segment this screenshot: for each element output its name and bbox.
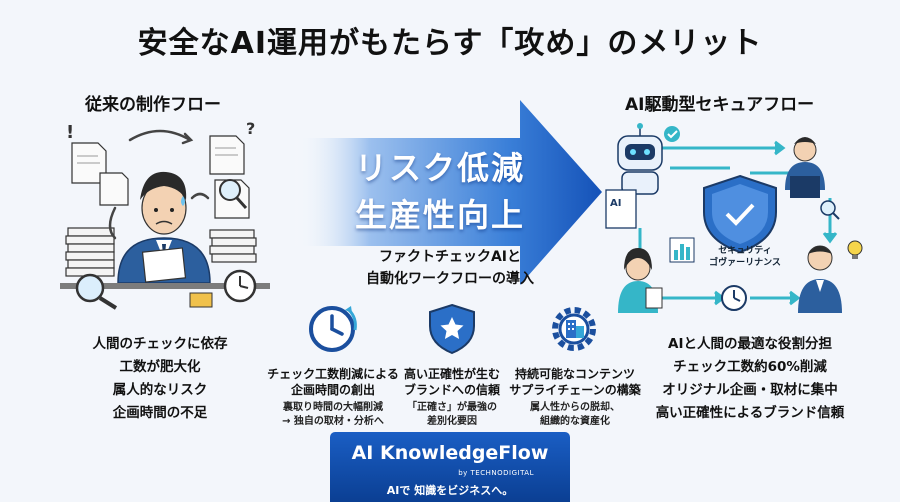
ai-secure-flow-illustration: AI	[605, 123, 863, 313]
gear-building-icon	[552, 307, 596, 351]
benefit-sub: 「正確さ」が最強の差別化要因	[377, 401, 527, 429]
benefit-head-line: 高い正確性が生む	[403, 367, 500, 381]
list-item: 高い正確性によるブランド信頼	[655, 405, 845, 421]
list-item: AIと人間の最適な役割分担	[668, 336, 832, 352]
shield-check-icon	[703, 174, 777, 254]
benefit-sub-line: 「正確さ」が最強の	[407, 402, 497, 413]
benefit-supply-chain: 持続可能なコンテンツサプライチェーンの構築 属人性からの脱却、組織的な資産化	[500, 366, 650, 429]
svg-text:AI: AI	[610, 198, 621, 209]
svg-text:?: ?	[246, 119, 255, 138]
brand-name: AI KnowledgeFlow	[351, 442, 549, 464]
chart-icon	[669, 237, 695, 263]
woman-person-icon	[618, 248, 663, 313]
benefit-sub-line: 組織的な資産化	[540, 416, 610, 427]
center-headline-2: 生産性向上	[354, 196, 525, 234]
center-subtitle-1: ファクトチェックAIと	[378, 249, 522, 265]
list-item: 人間のチェックに依存	[92, 336, 228, 352]
ai-document-icon: AI	[605, 189, 637, 229]
right-section-title: AI駆動型セキュアフロー	[625, 95, 815, 115]
benefit-head-line: チェック工数削減による	[267, 367, 399, 381]
svg-text:!: !	[66, 122, 74, 143]
right-list: AIと人間の最適な役割分担 チェック工数約60%削減 オリジナル企画・取材に集中…	[630, 333, 870, 425]
check-icon	[664, 126, 680, 142]
benefit-head-line: サプライチェーンの構築	[509, 383, 641, 397]
benefit-sub-line: 属人性からの脱却、	[530, 402, 620, 413]
shield-label-line-2: ゴヴァーリナンス	[709, 258, 781, 268]
brand-tagline: AIで 知識をビジネスへ。	[386, 484, 514, 497]
list-item: 工数が肥大化	[119, 359, 201, 375]
center-headline-1: リスク低減	[354, 149, 525, 187]
benefit-sub: 裏取り時間の大幅削減 → 独自の取材・分析へ	[258, 401, 408, 429]
benefit-head: 持続可能なコンテンツサプライチェーンの構築	[500, 366, 650, 398]
shield-star-icon	[429, 303, 475, 355]
benefit-head: チェック工数削減による企画時間の創出	[258, 366, 408, 398]
benefit-head-line: 持続可能なコンテンツ	[514, 367, 635, 381]
list-item: 属人的なリスク	[112, 382, 208, 398]
benefit-head-line: 企画時間の創出	[290, 383, 375, 397]
robot-icon	[617, 123, 663, 195]
shield-label-line-1: セキュリティ	[718, 246, 772, 256]
benefit-sub-line: 差別化要因	[427, 416, 477, 427]
big-arrow	[292, 100, 602, 285]
brand-banner: AI KnowledgeFlow by TECHNODIGITAL AIで 知識…	[330, 432, 570, 502]
benefit-sub-line: → 独自の取材・分析へ	[282, 416, 384, 427]
left-section-title: 従来の制作フロー	[85, 95, 221, 115]
alarm-clock-icon	[223, 269, 257, 303]
list-item: 企画時間の不足	[112, 405, 208, 421]
benefit-sub-line: 裏取り時間の大幅削減	[283, 402, 383, 413]
benefit-head: 高い正確性が生むブランドへの信頼	[377, 366, 527, 398]
worried-person-icon	[117, 171, 211, 284]
presenter-person-icon	[785, 137, 825, 198]
brand-byline: by TECHNODIGITAL	[458, 469, 534, 477]
left-list: 人間のチェックに依存 工数が肥大化 属人的なリスク 企画時間の不足	[40, 333, 280, 425]
magnifier-icon	[219, 179, 248, 210]
list-item: オリジナル企画・取材に集中	[662, 382, 838, 398]
benefit-brand-trust: 高い正確性が生むブランドへの信頼 「正確さ」が最強の差別化要因	[377, 366, 527, 429]
clock-icon	[721, 285, 747, 311]
magnifier-icon	[820, 200, 840, 220]
lightbulb-icon	[847, 240, 863, 259]
shield-label: セキュリティ ゴヴァーリナンス	[700, 245, 790, 269]
man-person-icon	[798, 245, 842, 313]
list-item: チェック工数約60%削減	[673, 359, 827, 375]
benefit-sub: 属人性からの脱却、組織的な資産化	[500, 401, 650, 429]
clock-refresh-icon	[309, 306, 357, 352]
center-subtitle-2: 自動化ワークフローの導入	[366, 271, 534, 287]
overwhelmed-worker-illustration: ! ?	[60, 119, 270, 310]
paper-stack-icon	[65, 227, 257, 277]
benefit-head-line: ブランドへの信頼	[403, 383, 500, 397]
benefit-time-creation: チェック工数削減による企画時間の創出 裏取り時間の大幅削減 → 独自の取材・分析へ	[258, 366, 408, 429]
page-title: 安全なAI運用がもたらす「攻め」のメリット	[137, 26, 763, 61]
